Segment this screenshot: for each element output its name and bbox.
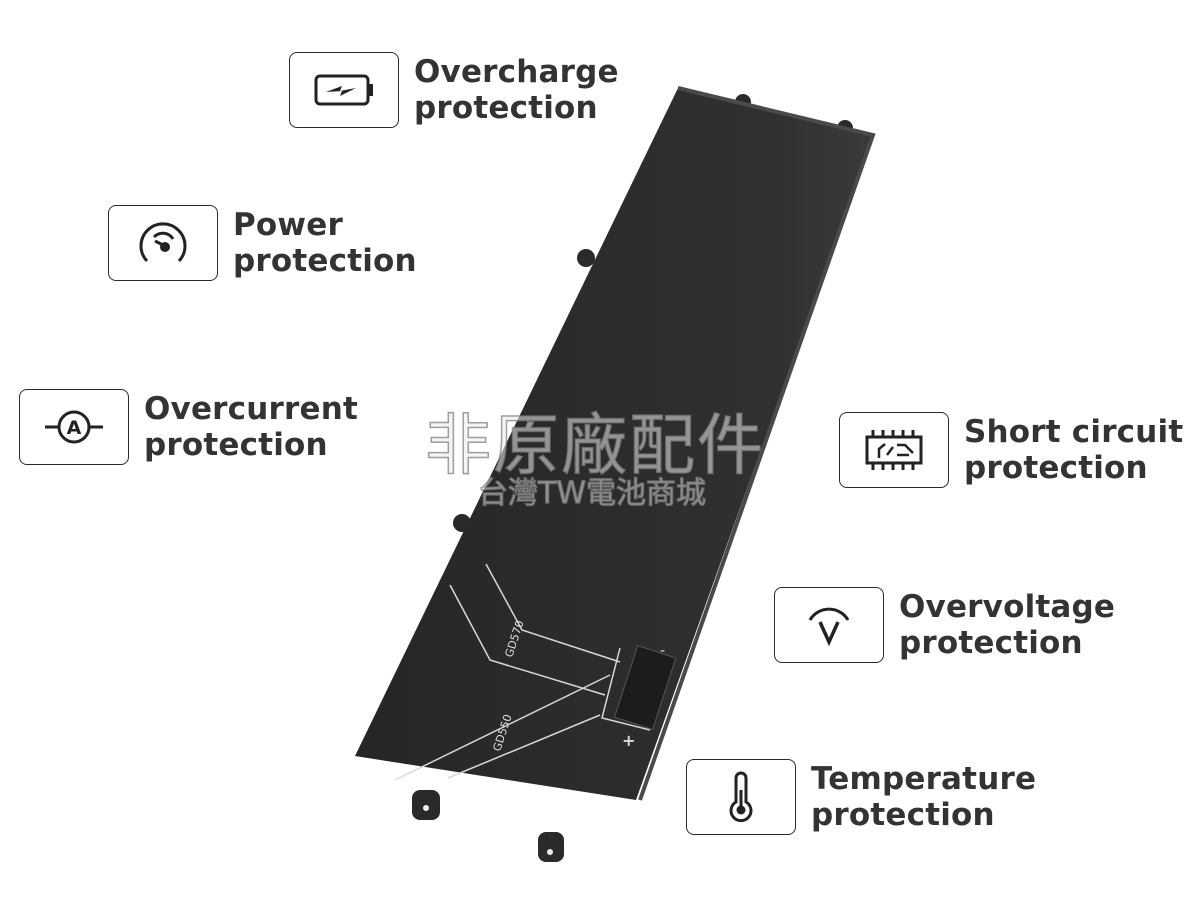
plus-label: + [622, 731, 635, 750]
watermark-line1: 非原廠配件 [424, 406, 765, 485]
watermark-line2: 台灣TW電池商城 [477, 475, 707, 512]
feature-title: Overcurrent [144, 391, 359, 427]
thermometer-icon [686, 759, 796, 835]
feature-title: Overcharge [414, 54, 619, 90]
feature-subtitle: protection [899, 625, 1083, 661]
circuit-traces [394, 563, 651, 781]
feature-title: Power [233, 207, 343, 243]
battery-body [355, 88, 873, 800]
feature-title: Temperature [811, 761, 1037, 797]
svg-text:A: A [67, 417, 82, 439]
minus-label: - [660, 643, 665, 659]
ammeter-icon: A [19, 389, 129, 465]
battery-charge-icon [289, 52, 399, 128]
voltmeter-icon [774, 587, 884, 663]
mounting-tabs [412, 94, 853, 862]
gauge-icon [108, 205, 218, 281]
feature-subtitle: protection [414, 90, 598, 126]
feature-subtitle: protection [964, 450, 1148, 486]
feature-title: Short circuit [964, 414, 1184, 450]
feature-subtitle: protection [233, 243, 417, 279]
feature-subtitle: protection [811, 797, 995, 833]
feature-title: Overvoltage [899, 589, 1116, 625]
feature-subtitle: protection [144, 427, 328, 463]
circuit-chip-icon [839, 412, 949, 488]
connector [613, 645, 677, 730]
